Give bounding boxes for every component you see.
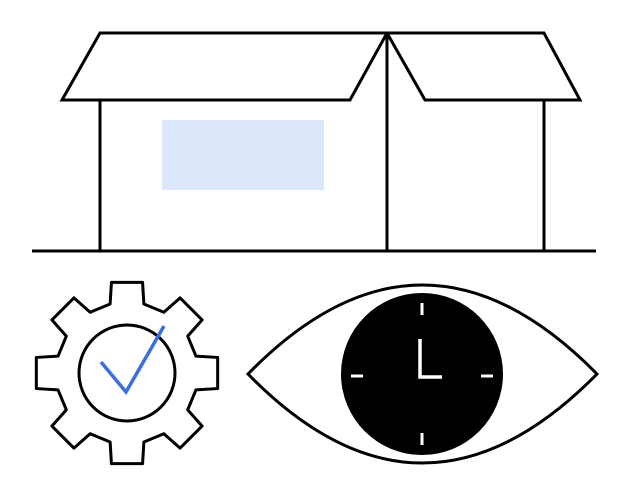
gear-outline [34, 280, 220, 466]
open-box-icon [59, 31, 583, 251]
clock-marks [351, 303, 493, 445]
check-mark-icon [99, 325, 166, 396]
eye-clock-icon [245, 283, 600, 465]
clock-face [341, 293, 503, 455]
box-left-flap [59, 31, 390, 102]
gear-inner-circle [77, 323, 177, 423]
clock-hands [418, 339, 442, 379]
gear-check-icon [34, 280, 220, 466]
box-label [162, 120, 324, 190]
box-right-flap [384, 31, 583, 102]
